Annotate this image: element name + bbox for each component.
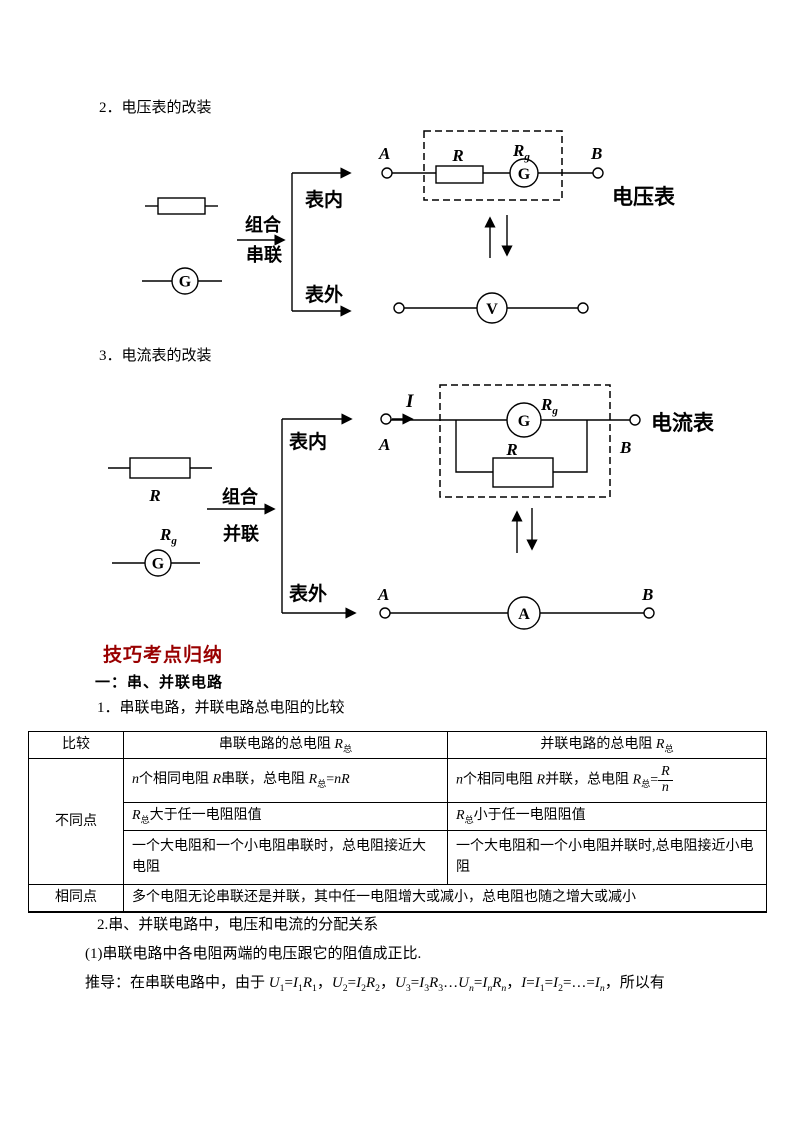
terminal-a [381, 167, 393, 179]
combine-label-top: 组合 [222, 486, 259, 507]
exchange-arrows [511, 508, 538, 553]
terminal-b [629, 414, 641, 426]
item-voltage-current-distribution: 2.串、并联电路中，电压和电流的分配关系 [97, 917, 379, 933]
current-label: I [405, 391, 414, 412]
cell-parallel-big-small: 一个大电阻和一个小电阻并联时,总电阻接近小电阻 [447, 829, 767, 885]
table-row: 相同点 多个电阻无论串联还是并联，其中任一电阻增大或减小，总电阻也随之增大或减小 [28, 883, 767, 913]
voltmeter-diagram: G 组合 串联 表内 表外 A R G Rg B [142, 130, 676, 324]
terminal [379, 607, 391, 619]
outer-branch-label: 表外 [305, 283, 343, 306]
outer-branch-label: 表外 [289, 582, 327, 605]
shunt-resistor-label: R [505, 440, 517, 459]
header-series-total-resistance: 串联电路的总电阻 R总 [123, 731, 448, 759]
terminal [577, 302, 589, 314]
heading-ammeter-modification: 3．电流表的改装 [99, 348, 212, 364]
resistor-symbol [145, 197, 218, 215]
derivation-line: 推导：在串联电路中，由于 U1=I1R1，U2=I2R2，U3=I3R3…Un=… [85, 975, 665, 994]
heading-voltmeter-modification: 2．电压表的改装 [99, 100, 212, 116]
ammeter-diagram: R Rg G 组合 并联 表内 表外 I A [108, 384, 715, 630]
cell-series-greater: R总大于任一电阻阻值 [123, 801, 448, 831]
table-row: 不同点 n个相同电阻 R串联，总电阻 R总=nR n个相同电阻 R并联，总电阻 … [28, 757, 767, 885]
galvanometer-symbol: G [142, 267, 222, 295]
ready-voltmeter-circuit: V [393, 292, 589, 324]
terminal-a [380, 413, 392, 425]
voltmeter-result-label: 电压表 [612, 185, 676, 209]
header-compare: 比较 [28, 731, 124, 759]
inner-branch-label: 表内 [305, 188, 343, 211]
terminal [393, 302, 405, 314]
section-title-exam-points: 技巧考点归纳 [103, 645, 224, 666]
galvanometer-letter: G [518, 413, 531, 430]
table-row: R总大于任一电阻阻值 R总小于任一电阻阻值 [29, 801, 767, 831]
terminal-b [592, 167, 604, 179]
voltmeter-boundary-box [423, 130, 563, 201]
item-resistance-comparison: 1．串联电路，并联电路总电阻的比较 [97, 700, 345, 716]
series-resistor-label: R [451, 146, 463, 165]
inner-branch-label: 表内 [289, 430, 327, 453]
resistor-symbol: R [108, 457, 212, 505]
galvanometer-letter: G [518, 166, 531, 183]
point-voltage-proportional: (1)串联电路中各电阻两端的电压跟它的阻值成正比. [85, 946, 422, 962]
subheading-series-parallel-circuits: 一：串、并联电路 [95, 675, 224, 691]
row-label-similarities: 相同点 [28, 883, 124, 913]
galvanometer-letter: G [152, 556, 165, 573]
galvanometer-resistance-label: Rg [159, 525, 177, 547]
row-label-differences: 不同点 [28, 757, 124, 885]
shunt-resistor [492, 457, 554, 488]
terminal-a-label: A [378, 144, 390, 163]
shunt-branch: R [455, 420, 588, 488]
galvanometer-symbol: Rg G [112, 525, 200, 577]
ammeter-boundary-box [439, 384, 611, 498]
resistance-comparison-table: 比较 串联电路的总电阻 R总 并联电路的总电阻 R总 不同点 n个相同电阻 R串… [28, 731, 767, 913]
table-row: 一个大电阻和一个小电阻串联时，总电阻接近大电阻 一个大电阻和一个小电阻并联时,总… [29, 829, 767, 885]
ammeter-result-label: 电流表 [651, 411, 715, 435]
galvanometer-letter: G [179, 274, 192, 291]
terminal [643, 607, 655, 619]
galvanometer-resistance-label: Rg [540, 395, 558, 417]
cell-similarities: 多个电阻无论串联还是并联，其中任一电阻增大或减小，总电阻也随之增大或减小 [123, 883, 767, 913]
terminal-a-label: A [377, 585, 389, 604]
terminal-a-label: A [378, 435, 390, 454]
combine-label-bottom: 串联 [246, 245, 282, 265]
resistor-label: R [148, 486, 160, 505]
ammeter-letter: A [518, 606, 530, 623]
voltmeter-letter: V [486, 301, 498, 318]
combine-label-top: 组合 [245, 214, 282, 235]
ready-ammeter-circuit: A A B [377, 585, 655, 630]
series-resistor [435, 165, 484, 184]
cell-parallel-smaller: R总小于任一电阻阻值 [447, 801, 767, 831]
combine-label-bottom: 并联 [223, 523, 259, 544]
terminal-b-label: B [590, 144, 602, 163]
terminal-b-label: B [641, 585, 653, 604]
cell-series-n-equal: n个相同电阻 R串联，总电阻 R总=nR [123, 757, 448, 803]
galvanometer-resistance-label: Rg [512, 141, 530, 163]
exchange-arrows [484, 215, 513, 258]
terminal-b-label: B [619, 438, 631, 457]
